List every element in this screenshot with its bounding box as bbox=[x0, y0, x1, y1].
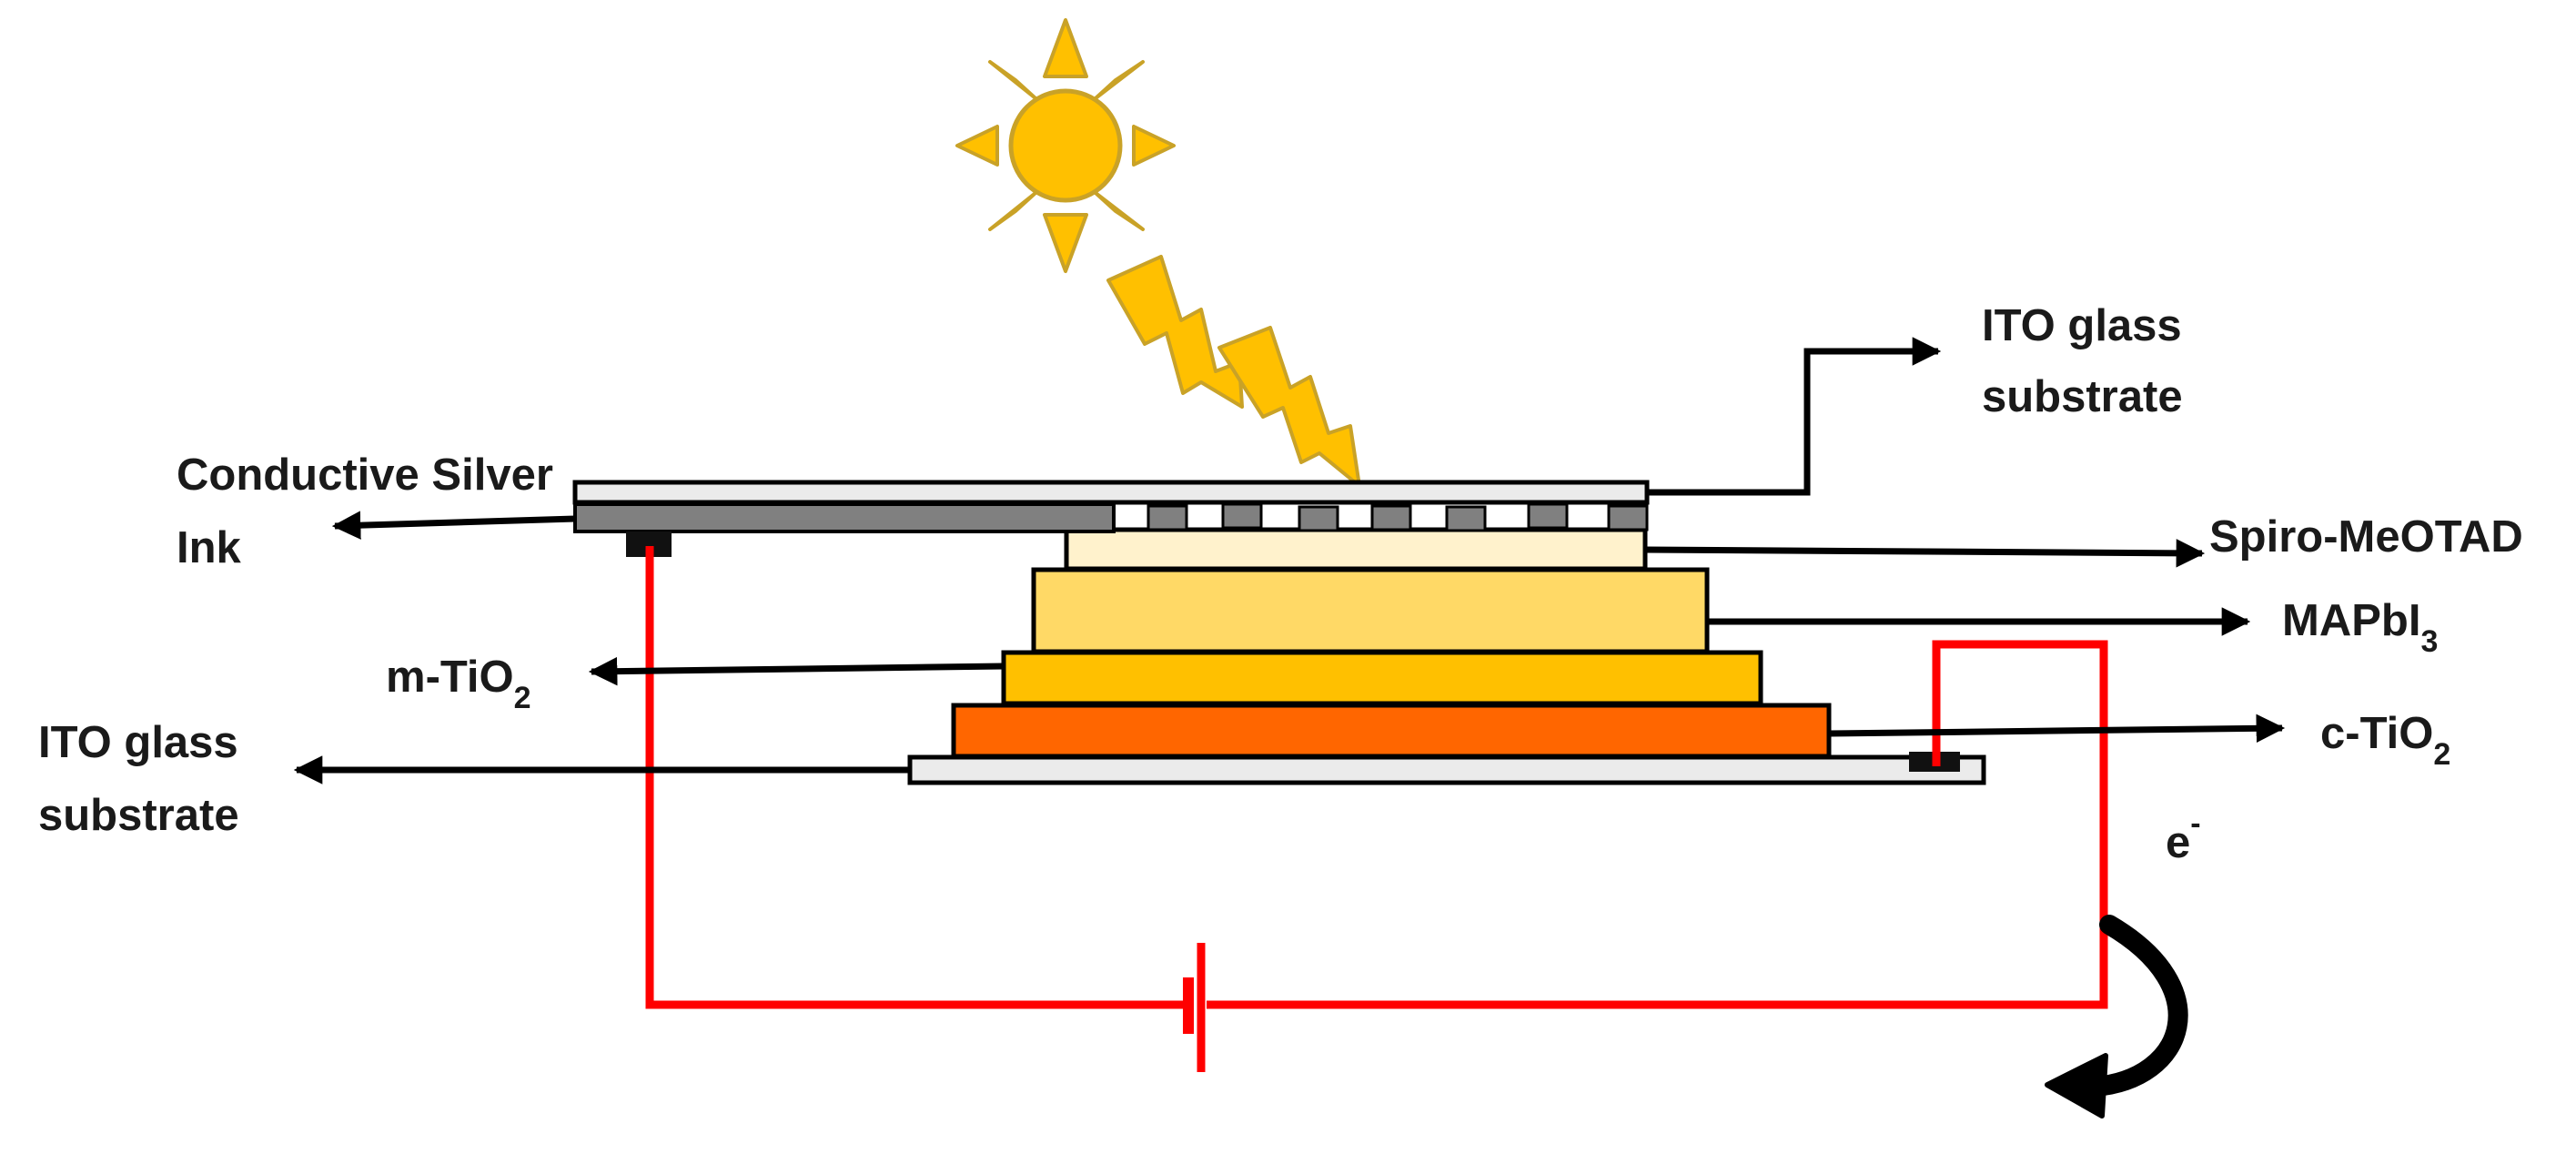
curved-arrow-icon bbox=[2045, 915, 2188, 1118]
silver-ink-pads bbox=[1147, 502, 1649, 532]
arrow-silver-ink bbox=[331, 511, 576, 540]
label-ito-substrate-top: substrate bbox=[1982, 372, 2183, 421]
sun-icon bbox=[955, 18, 1176, 273]
mapbi3-layer bbox=[1031, 567, 1710, 654]
label-mapbi3: MAPbI3 bbox=[2282, 596, 2438, 659]
label-spiro-meotad: Spiro-MeOTAD bbox=[2209, 512, 2523, 562]
label-c-tio2: c-TiO2 bbox=[2320, 709, 2450, 772]
arrow-m-tio2 bbox=[588, 656, 1005, 686]
label-ito-glass-top: ITO glass bbox=[1982, 301, 2182, 350]
external-circuit bbox=[645, 546, 2108, 1009]
c-tio2-layer bbox=[951, 703, 1832, 759]
label-ito-substrate-bottom: substrate bbox=[38, 791, 239, 840]
label-ito-glass-bottom: ITO glass bbox=[38, 718, 238, 767]
arrow-ito-top bbox=[1647, 337, 1942, 496]
pointer-arrows bbox=[293, 337, 2286, 784]
label-m-tio2: m-TiO2 bbox=[386, 653, 531, 715]
spiro-meotad-layer bbox=[1064, 527, 1648, 572]
lightning-icon bbox=[1106, 255, 1361, 488]
m-tio2-layer bbox=[1001, 650, 1763, 706]
arrow-c-tio2 bbox=[1828, 714, 2286, 744]
battery-symbol bbox=[1183, 943, 1206, 1072]
ito-glass-top-layer bbox=[572, 480, 1650, 505]
ito-glass-bottom-layer bbox=[907, 754, 1986, 785]
arrow-spiro bbox=[1644, 539, 2206, 568]
label-conductive-silver: Conductive Silver bbox=[177, 450, 553, 500]
silver-ink-strip bbox=[573, 502, 1116, 533]
label-ink: Ink bbox=[177, 523, 242, 572]
label-electron: e- bbox=[2166, 806, 2201, 867]
